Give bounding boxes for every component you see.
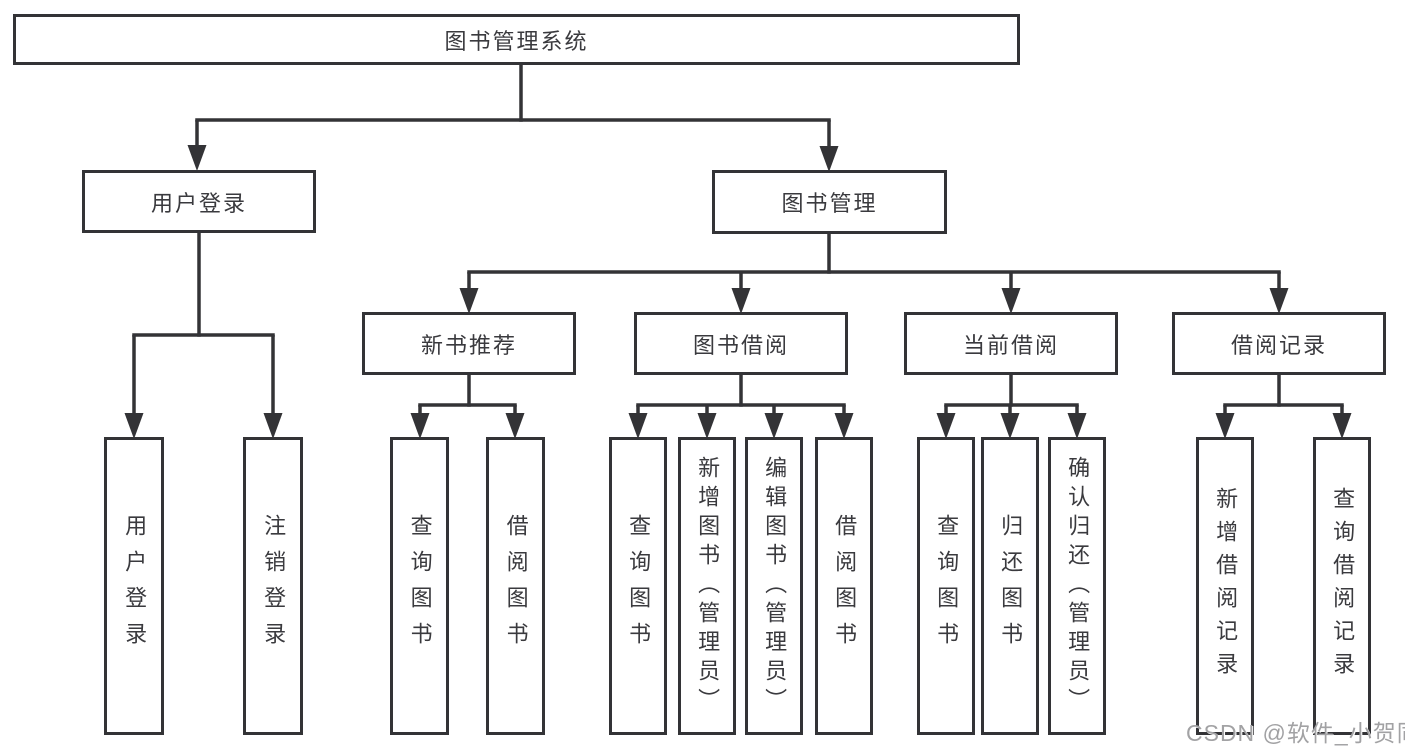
node-confirm-return-admin: 确认归还（管理员） (1048, 437, 1106, 735)
node-label: 新书推荐 (420, 332, 517, 358)
node-label: 图书借阅 (692, 332, 789, 358)
node-add-book-admin: 新增图书（管理员） (678, 437, 736, 735)
node-label: 查询借阅记录 (1330, 487, 1356, 685)
node-label: 确认归还（管理员） (1065, 455, 1091, 717)
node-label: 借阅图书 (832, 514, 858, 658)
node-label: 借阅记录 (1230, 332, 1327, 358)
node-borrowing-records: 借阅记录 (1172, 312, 1386, 375)
node-label: 归还图书 (998, 514, 1024, 658)
node-query-borrow-record: 查询借阅记录 (1313, 437, 1371, 735)
node-edit-book-admin: 编辑图书（管理员） (745, 437, 803, 735)
node-label: 新增借阅记录 (1213, 487, 1239, 685)
node-label: 借阅图书 (503, 514, 529, 658)
node-add-borrow-record: 新增借阅记录 (1196, 437, 1254, 735)
node-book-management: 图书管理 (712, 170, 947, 234)
node-query-books-current: 查询图书 (917, 437, 975, 735)
node-label: 当前借阅 (962, 332, 1059, 358)
node-book-borrowing: 图书借阅 (634, 312, 848, 375)
node-label: 图书管理 (781, 191, 878, 216)
node-query-books-recommend: 查询图书 (390, 437, 449, 735)
watermark: CSDN @软件_小贺同学 (1186, 720, 1405, 746)
node-borrow-books: 借阅图书 (815, 437, 873, 735)
node-label: 查询图书 (626, 514, 652, 658)
node-current-borrowing: 当前借阅 (904, 312, 1118, 375)
node-label: 注销登录 (261, 514, 287, 658)
node-label: 查询图书 (934, 514, 960, 658)
node-borrow-books-recommend: 借阅图书 (486, 437, 545, 735)
node-label: 用户登录 (150, 190, 247, 216)
node-root: 图书管理系统 (13, 14, 1020, 65)
node-new-book-recommend: 新书推荐 (362, 312, 576, 375)
node-return-book: 归还图书 (981, 437, 1039, 735)
node-logout: 注销登录 (243, 437, 303, 735)
node-user-login-leaf: 用户登录 (104, 437, 164, 735)
node-label: 用户登录 (122, 514, 148, 658)
node-label: 查询图书 (407, 514, 433, 658)
node-label: 编辑图书（管理员） (762, 455, 788, 717)
node-label: 新增图书（管理员） (695, 455, 721, 717)
node-label: 图书管理系统 (444, 28, 589, 54)
node-user-login: 用户登录 (82, 170, 316, 233)
node-query-books-borrow: 查询图书 (609, 437, 667, 735)
